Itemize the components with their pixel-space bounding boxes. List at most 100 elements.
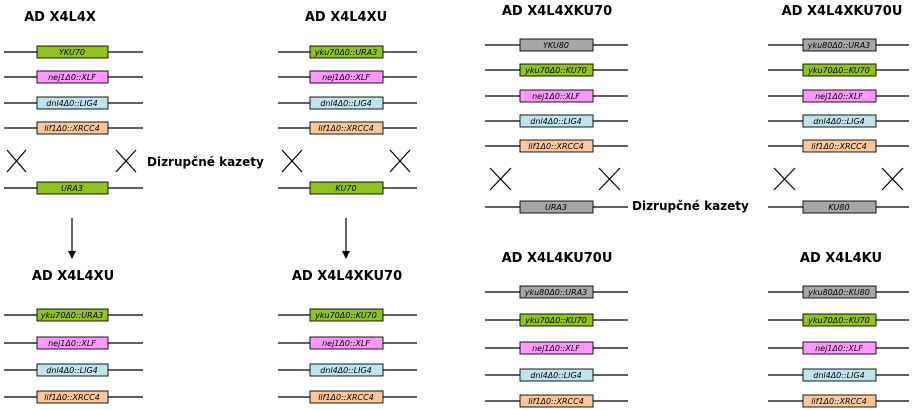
gene-box bbox=[519, 368, 594, 382]
locus-yku70: yku70Δ0::URA3 bbox=[278, 45, 417, 59]
gene-box bbox=[802, 114, 877, 128]
locus-yku70: YKU70 bbox=[4, 45, 143, 59]
gene-box bbox=[36, 121, 109, 135]
locus-dnl4: dnl4Δ0::LIG4 bbox=[278, 96, 417, 110]
locus-yku80: yku80Δ0::URA3 bbox=[485, 285, 628, 299]
title-result-x4l4xu: AD X4L4XU bbox=[32, 269, 114, 284]
gene-label: YKU70 bbox=[59, 48, 85, 57]
locus-lif1: lif1Δ0::XRCC4 bbox=[278, 121, 417, 135]
gene-box bbox=[519, 394, 594, 408]
gene-box bbox=[519, 89, 594, 103]
gene-label: nej1Δ0::XLF bbox=[48, 339, 96, 348]
cross-f-left bbox=[773, 167, 796, 191]
locus-yku80: yku80Δ0::KU80 bbox=[768, 285, 909, 299]
gene-label: lif1Δ0::XRCC4 bbox=[528, 142, 584, 151]
gene-box bbox=[519, 139, 594, 153]
gene-box bbox=[802, 63, 877, 77]
gene-label: dnl4Δ0::LIG4 bbox=[46, 99, 98, 108]
gene-label: nej1Δ0::XLF bbox=[815, 344, 863, 353]
disruption-cassette-ura3: URA3 bbox=[485, 200, 628, 214]
gene-label: yku70Δ0::KU70 bbox=[807, 66, 870, 75]
locus-nej1: nej1Δ0::XLF bbox=[4, 336, 143, 350]
gene-label: lif1Δ0::XRCC4 bbox=[44, 393, 100, 402]
locus-dnl4: dnl4Δ0::LIG4 bbox=[768, 368, 909, 382]
gene-box bbox=[802, 200, 877, 214]
locus-yku80: yku80Δ0::URA3 bbox=[768, 38, 909, 52]
gene-box bbox=[519, 285, 594, 299]
gene-box bbox=[36, 45, 109, 59]
chromosome-group-ad-x4l4x: YKU70 nej1Δ0::XLF dnl4Δ0::LIG4 lif1Δ0::X… bbox=[4, 45, 143, 135]
locus-dnl4: dnl4Δ0::LIG4 bbox=[4, 96, 143, 110]
gene-label: URA3 bbox=[545, 203, 567, 212]
gene-label: yku80Δ0::KU80 bbox=[807, 288, 870, 297]
gene-box bbox=[36, 308, 109, 322]
gene-box bbox=[519, 114, 594, 128]
title-ad-x4l4xku70u: AD X4L4XKU70U bbox=[782, 4, 903, 19]
gene-label: lif1Δ0::XRCC4 bbox=[528, 397, 584, 406]
gene-label: nej1Δ0::XLF bbox=[815, 92, 863, 101]
chromosome-group-ad-x4l4xku70u: yku80Δ0::URA3 yku70Δ0::KU70 nej1Δ0::XLF … bbox=[768, 38, 909, 153]
locus-yku70: yku70Δ0::KU70 bbox=[485, 63, 628, 77]
gene-box bbox=[309, 336, 384, 350]
chromosome-group-ad-x4l4xku70: YKU80 yku70Δ0::KU70 nej1Δ0::XLF dnl4Δ0::… bbox=[485, 38, 628, 153]
gene-label: yku70Δ0::KU70 bbox=[314, 311, 377, 320]
title-ad-x4l4x: AD X4L4X bbox=[24, 10, 96, 25]
locus-yku80: YKU80 bbox=[485, 38, 628, 52]
gene-box bbox=[519, 200, 594, 214]
disruption-cassette-ku70: KU70 bbox=[278, 181, 417, 195]
locus-lif1: lif1Δ0::XRCC4 bbox=[768, 394, 909, 408]
arrow-b bbox=[342, 218, 350, 259]
gene-box bbox=[309, 390, 384, 404]
gene-box bbox=[802, 394, 877, 408]
gene-box bbox=[802, 285, 877, 299]
chromosome-group-ad-x4l4xu: yku70Δ0::URA3 nej1Δ0::XLF dnl4Δ0::LIG4 l… bbox=[278, 45, 417, 135]
gene-box bbox=[519, 63, 594, 77]
gene-box bbox=[309, 45, 384, 59]
title-result-x4l4xku70: AD X4L4XKU70 bbox=[292, 269, 402, 284]
locus-dnl4: dnl4Δ0::LIG4 bbox=[278, 363, 417, 377]
disruption-cassette-ura3: URA3 bbox=[4, 181, 143, 195]
gene-label: KU80 bbox=[828, 203, 849, 212]
gene-label: YKU80 bbox=[543, 41, 569, 50]
cross-a-left bbox=[6, 149, 27, 173]
gene-label: dnl4Δ0::LIG4 bbox=[813, 371, 865, 380]
gene-box bbox=[802, 313, 877, 327]
gene-label: KU70 bbox=[335, 184, 356, 193]
chromosome-group-ad-x4l4ku: yku80Δ0::KU80 yku70Δ0::KU70 nej1Δ0::XLF … bbox=[768, 285, 909, 408]
locus-nej1: nej1Δ0::XLF bbox=[278, 336, 417, 350]
gene-label: nej1Δ0::XLF bbox=[322, 73, 370, 82]
gene-box bbox=[309, 181, 384, 195]
gene-box bbox=[309, 363, 384, 377]
gene-box bbox=[36, 70, 109, 84]
locus-nej1: nej1Δ0::XLF bbox=[4, 70, 143, 84]
gene-box bbox=[519, 313, 594, 327]
locus-dnl4: dnl4Δ0::LIG4 bbox=[4, 363, 143, 377]
chromosome-group-result-x4l4xu: yku70Δ0::URA3 nej1Δ0::XLF dnl4Δ0::LIG4 l… bbox=[4, 308, 143, 404]
locus-lif1: lif1Δ0::XRCC4 bbox=[278, 390, 417, 404]
chromosome-group-result-x4l4xku70: yku70Δ0::KU70 nej1Δ0::XLF dnl4Δ0::LIG4 l… bbox=[278, 308, 417, 404]
gene-label: nej1Δ0::XLF bbox=[532, 344, 580, 353]
gene-box bbox=[309, 308, 384, 322]
gene-box bbox=[802, 341, 877, 355]
locus-nej1: nej1Δ0::XLF bbox=[485, 89, 628, 103]
arrow-a bbox=[68, 218, 76, 259]
gene-label: yku80Δ0::URA3 bbox=[807, 41, 871, 50]
gene-box bbox=[802, 38, 877, 52]
disruption-cassettes-label: Dizrupčné kazety bbox=[147, 155, 264, 169]
gene-box bbox=[309, 70, 384, 84]
gene-label: yku70Δ0::KU70 bbox=[807, 316, 870, 325]
gene-box bbox=[802, 89, 877, 103]
locus-lif1: lif1Δ0::XRCC4 bbox=[485, 139, 628, 153]
gene-label: lif1Δ0::XRCC4 bbox=[811, 142, 867, 151]
gene-box bbox=[36, 390, 109, 404]
disruption-cassette-ku80: KU80 bbox=[768, 200, 909, 214]
locus-lif1: lif1Δ0::XRCC4 bbox=[485, 394, 628, 408]
locus-nej1: nej1Δ0::XLF bbox=[768, 341, 909, 355]
gene-label: nej1Δ0::XLF bbox=[322, 339, 370, 348]
gene-label: yku70Δ0::KU70 bbox=[524, 66, 587, 75]
cross-a-right bbox=[115, 149, 137, 173]
gene-box bbox=[36, 336, 109, 350]
locus-nej1: nej1Δ0::XLF bbox=[278, 70, 417, 84]
gene-box bbox=[802, 139, 877, 153]
gene-label: lif1Δ0::XRCC4 bbox=[318, 124, 374, 133]
